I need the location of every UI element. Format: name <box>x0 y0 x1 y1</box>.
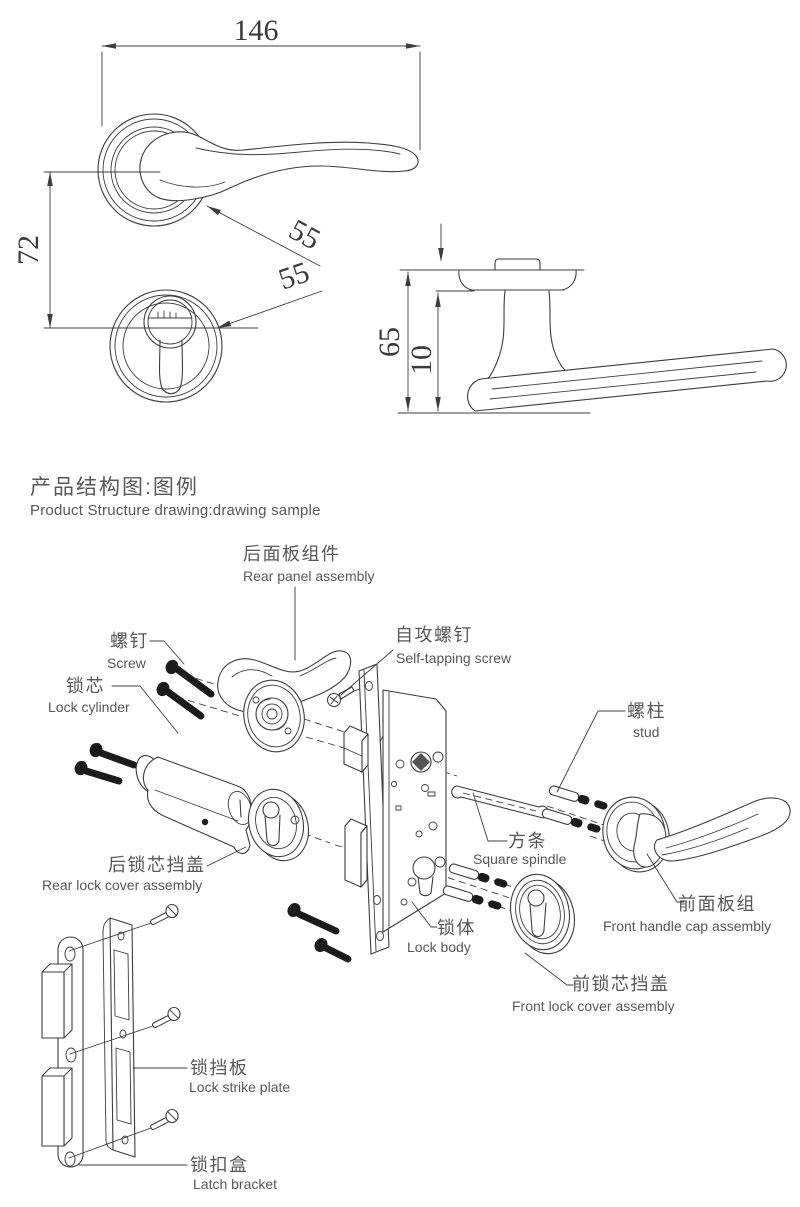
label-lock-strike-plate-en: Lock strike plate <box>189 1079 290 1095</box>
label-rear-lock-cover-en: Rear lock cover assembly <box>42 877 202 893</box>
section-title-zh: 产品结构图:图例 <box>30 476 199 499</box>
dim-escutcheon-diameter: 55 <box>274 256 313 297</box>
label-lock-strike-plate-zh: 锁挡板 <box>190 1058 249 1078</box>
dim-center-distance: 72 <box>12 235 45 265</box>
label-stud-en: stud <box>633 724 659 740</box>
square-spindle-part <box>451 785 549 819</box>
label-stud: 螺柱 stud <box>556 701 666 793</box>
front-handle-cap-part <box>602 796 791 873</box>
front-lock-cover-part <box>510 873 575 955</box>
bottom-screws-part <box>287 902 352 963</box>
label-front-lock-cover-zh: 前锁芯挡盖 <box>572 974 670 994</box>
label-square-spindle: 方条 Square spindle <box>472 792 567 867</box>
dim-side-height: 65 <box>373 327 406 357</box>
label-lock-body: 锁体 Lock body <box>407 901 476 955</box>
strike-plate-group <box>41 903 181 1168</box>
label-rear-lock-cover-zh: 后锁芯挡盖 <box>108 855 206 875</box>
section-title-en: Product Structure drawing:drawing sample <box>30 502 321 519</box>
label-square-spindle-zh: 方条 <box>508 831 547 851</box>
label-screw-en: Screw <box>107 655 147 671</box>
label-screw: 螺钉 Screw <box>107 631 185 671</box>
label-square-spindle-en: Square spindle <box>473 851 567 867</box>
lock-cylinder-part <box>74 742 253 855</box>
part-labels: 后面板组件 Rear panel assembly 螺钉 Screw 锁芯 Lo… <box>42 544 771 1192</box>
rear-panel-assembly-part <box>156 650 352 753</box>
label-self-tapping-screw-en: Self-tapping screw <box>396 650 512 666</box>
label-lock-body-en: Lock body <box>407 939 471 955</box>
label-lock-cylinder-en: Lock cylinder <box>48 699 130 715</box>
label-lock-cylinder-zh: 锁芯 <box>66 676 105 696</box>
label-front-lock-cover: 前锁芯挡盖 Front lock cover assembly <box>512 952 675 1014</box>
label-rear-lock-cover: 后锁芯挡盖 Rear lock cover assembly <box>42 846 247 893</box>
label-front-handle-cap: 前面板组 Front handle cap assembly <box>603 853 771 934</box>
label-self-tapping-screw-zh: 自攻螺钉 <box>395 625 473 645</box>
rear-lock-cover-part <box>247 788 310 862</box>
lock-body-part <box>382 689 447 933</box>
front-view-drawing: 146 72 55 55 <box>12 14 421 403</box>
faceplate-and-bolts-part <box>343 663 396 955</box>
self-tapping-screw-part <box>326 686 355 708</box>
label-rear-panel-zh: 后面板组件 <box>243 544 341 564</box>
dim-neck-offset: 10 <box>405 345 438 375</box>
label-stud-zh: 螺柱 <box>627 701 666 721</box>
label-lock-body-zh: 锁体 <box>437 918 476 938</box>
label-self-tapping-screw: 自攻螺钉 Self-tapping screw <box>340 625 512 696</box>
exploded-assembly-drawing: 后面板组件 Rear panel assembly 螺钉 Screw 锁芯 Lo… <box>41 544 791 1192</box>
label-screw-zh: 螺钉 <box>110 631 149 651</box>
label-front-handle-cap-en: Front handle cap assembly <box>603 918 771 934</box>
section-title: 产品结构图:图例 Product Structure drawing:drawi… <box>30 476 321 519</box>
label-rear-panel: 后面板组件 Rear panel assembly <box>243 544 375 661</box>
label-front-lock-cover-en: Front lock cover assembly <box>512 998 675 1014</box>
label-front-handle-cap-zh: 前面板组 <box>678 894 756 914</box>
label-latch-bracket-en: Latch bracket <box>193 1176 277 1192</box>
stud-parts <box>442 785 608 910</box>
label-latch-bracket: 锁扣盒 Latch bracket <box>78 1155 277 1192</box>
label-rear-panel-en: Rear panel assembly <box>243 568 375 584</box>
label-lock-strike-plate: 锁挡板 Lock strike plate <box>132 1058 290 1095</box>
label-lock-cylinder: 锁芯 Lock cylinder <box>48 676 179 734</box>
dim-front-width: 146 <box>234 14 279 47</box>
side-view-drawing: 65 10 <box>373 223 787 414</box>
label-latch-bracket-zh: 锁扣盒 <box>190 1155 249 1175</box>
